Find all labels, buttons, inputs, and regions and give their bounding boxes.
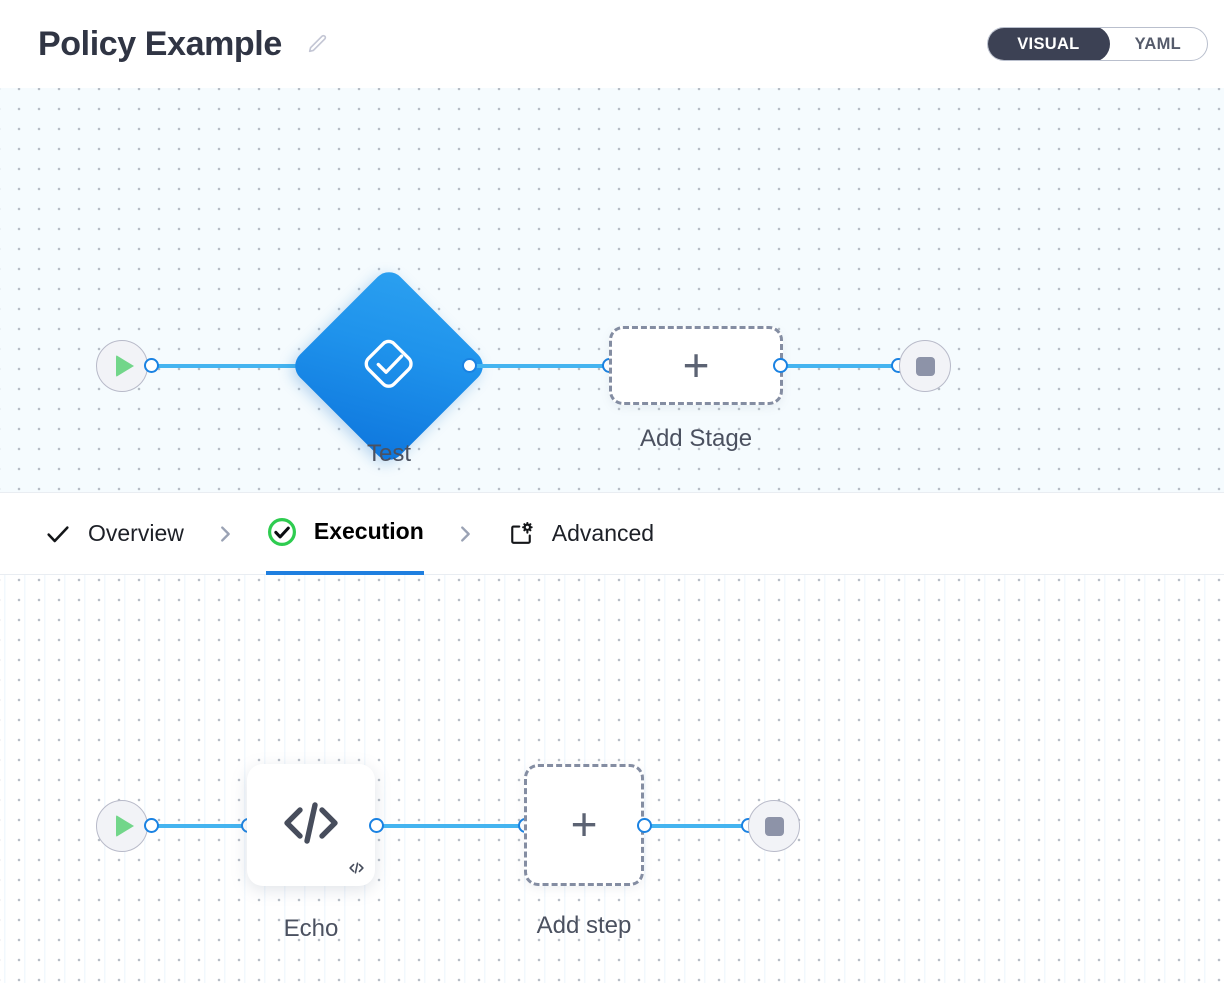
add-step-label: Add step bbox=[536, 912, 632, 939]
tab-advanced[interactable]: Advanced bbox=[506, 493, 654, 575]
tab-execution[interactable]: Execution bbox=[265, 493, 424, 575]
stage-node-label-test: Test bbox=[366, 440, 411, 467]
port-step-start-out[interactable] bbox=[144, 818, 159, 833]
add-step-box[interactable]: + bbox=[524, 764, 644, 886]
chevron-right-icon-1 bbox=[184, 523, 266, 545]
edge-addstep-to-end bbox=[644, 824, 756, 828]
edge-start-to-test bbox=[152, 364, 317, 368]
check-circle-icon bbox=[266, 516, 298, 548]
toggle-option-visual[interactable]: VISUAL bbox=[988, 28, 1110, 60]
stop-icon bbox=[764, 816, 784, 836]
stage-diamond[interactable] bbox=[288, 265, 490, 467]
play-icon bbox=[116, 815, 134, 837]
step-start-node-circle[interactable] bbox=[96, 800, 148, 852]
port-addstage-out[interactable] bbox=[773, 358, 788, 373]
check-diamond-icon bbox=[358, 333, 420, 400]
pencil-icon[interactable] bbox=[304, 31, 330, 57]
tab-advanced-label: Advanced bbox=[551, 520, 655, 546]
settings-window-icon bbox=[506, 519, 536, 549]
page-title: Policy Example bbox=[38, 25, 282, 63]
edge-echo-to-addstep bbox=[377, 824, 533, 828]
step-card-echo[interactable] bbox=[247, 764, 375, 886]
toggle-option-yaml[interactable]: YAML bbox=[1134, 35, 1181, 53]
add-stage-box[interactable]: + bbox=[609, 326, 783, 405]
add-step-node[interactable]: + bbox=[524, 764, 644, 886]
play-icon bbox=[116, 355, 134, 377]
port-addstep-out[interactable] bbox=[637, 818, 652, 833]
tab-execution-label: Execution bbox=[313, 518, 424, 544]
stage-tabbar[interactable]: Overview Execution Advanced bbox=[0, 493, 1224, 575]
edge-addstage-to-end bbox=[780, 364, 902, 368]
port-start-out[interactable] bbox=[144, 358, 159, 373]
step-canvas[interactable]: Echo + Add step bbox=[0, 575, 1224, 983]
check-icon bbox=[44, 520, 72, 548]
add-stage-label: Add Stage bbox=[639, 425, 753, 452]
chevron-right-icon-2 bbox=[424, 523, 506, 545]
stop-icon bbox=[915, 356, 935, 376]
port-test-out[interactable] bbox=[462, 358, 477, 373]
step-end-node[interactable] bbox=[748, 800, 800, 852]
port-echo-out[interactable] bbox=[369, 818, 384, 833]
add-stage-node[interactable]: + bbox=[609, 326, 783, 405]
step-start-node[interactable] bbox=[96, 800, 148, 852]
step-end-node-circle[interactable] bbox=[748, 800, 800, 852]
end-node-circle[interactable] bbox=[899, 340, 951, 392]
view-mode-toggle[interactable]: VISUAL YAML bbox=[987, 27, 1208, 61]
page-header: Policy Example VISUAL YAML bbox=[0, 0, 1224, 88]
edge-start-to-echo bbox=[152, 824, 256, 828]
pipeline-start-node[interactable] bbox=[96, 340, 148, 392]
tab-overview-label: Overview bbox=[88, 520, 184, 546]
start-node-circle[interactable] bbox=[96, 340, 148, 392]
code-icon bbox=[279, 797, 343, 854]
code-badge-icon bbox=[348, 861, 365, 878]
stage-node-test[interactable] bbox=[288, 265, 490, 467]
step-node-label-echo: Echo bbox=[283, 915, 339, 942]
step-node-echo[interactable] bbox=[247, 764, 375, 886]
stage-canvas[interactable]: Test + Add Stage bbox=[0, 88, 1224, 493]
pipeline-end-node[interactable] bbox=[899, 340, 951, 392]
edge-test-to-addstage bbox=[468, 364, 618, 368]
tab-overview[interactable]: Overview bbox=[44, 493, 184, 575]
